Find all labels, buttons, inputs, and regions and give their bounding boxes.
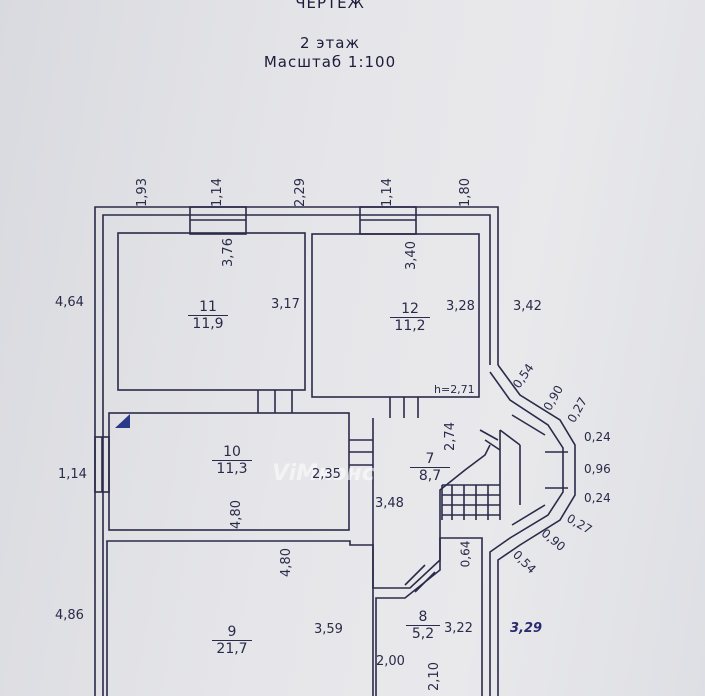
top-dim-4: 1,14 <box>379 178 395 207</box>
room-9-area: 21,7 <box>212 640 252 657</box>
room-11-label: 11 11,9 <box>188 299 228 333</box>
room-9-outline <box>106 540 374 696</box>
ceiling-height: h=2,71 <box>434 383 475 396</box>
outer-wall-inner <box>102 214 491 696</box>
left-dim-1: 4,64 <box>55 295 84 310</box>
room-8-bottom: 2,10 <box>426 662 442 691</box>
floor-title: 2 этаж <box>300 34 360 52</box>
stairs <box>441 429 521 520</box>
room-8-number: 8 <box>418 609 428 625</box>
room-9-depth: 3,59 <box>314 622 343 637</box>
bay-dim-5: 0,96 <box>584 462 611 476</box>
top-dim-5: 1,80 <box>457 178 473 207</box>
door-room-8 <box>404 564 426 586</box>
top-dim-2: 1,14 <box>209 178 225 207</box>
left-dim-3: 4,86 <box>55 608 84 623</box>
scale-label: Масштаб 1:100 <box>263 53 397 71</box>
room-9-width: 4,80 <box>278 548 294 577</box>
room-10-depth: 4,80 <box>228 500 244 529</box>
right-dim-1: 3,42 <box>513 299 542 314</box>
corner-marker <box>115 414 130 428</box>
bay-dim-6: 0,24 <box>584 491 611 505</box>
top-dim-3: 2,29 <box>292 178 308 207</box>
room-7-area: 8,7 <box>410 467 450 484</box>
top-dim-1: 1,93 <box>134 178 150 207</box>
room-10-number: 10 <box>223 444 241 460</box>
room-11-depth: 3,17 <box>271 297 300 312</box>
room-8-top: 0,64 <box>458 540 473 568</box>
watermark: ViМиэнс <box>272 461 375 486</box>
room-11-outline <box>117 232 306 391</box>
room-12-depth: 3,28 <box>446 299 475 314</box>
room-11-number: 11 <box>199 299 217 315</box>
document-type: ЧЕРТЕЖ <box>295 0 365 12</box>
bay-dim-4: 0,24 <box>584 430 611 444</box>
room-12-area: 11,2 <box>390 317 430 334</box>
bay-wall <box>497 364 576 696</box>
room-7-depth: 3,48 <box>375 496 404 511</box>
room-7-width: 2,74 <box>442 422 458 451</box>
room-8-area: 5,2 <box>406 625 440 642</box>
room-7-outline <box>372 418 491 589</box>
room-8-label: 8 5,2 <box>406 609 440 643</box>
room-9-number: 9 <box>227 624 237 640</box>
bay-wall-inner <box>489 371 564 696</box>
room-12-label: 12 11,2 <box>390 301 430 335</box>
room-8-outline <box>375 537 483 696</box>
room-10-label: 10 11,3 <box>212 444 252 478</box>
room-10-width: 2,35 <box>312 467 341 482</box>
room-8-width: 2,00 <box>376 654 405 669</box>
room-9-label: 9 21,7 <box>212 624 252 658</box>
room-11-width: 3,76 <box>220 238 236 267</box>
room-11-area: 11,9 <box>188 315 228 332</box>
room-8-depth: 3,22 <box>444 621 473 636</box>
room-7-label: 7 8,7 <box>410 451 450 485</box>
left-dim-2: 1,14 <box>58 467 87 482</box>
room-12-number: 12 <box>401 301 419 317</box>
right-dim-2: 3,29 <box>510 621 543 636</box>
room-12-width: 3,40 <box>403 241 419 270</box>
room-7-number: 7 <box>425 451 435 467</box>
room-10-area: 11,3 <box>212 460 252 477</box>
